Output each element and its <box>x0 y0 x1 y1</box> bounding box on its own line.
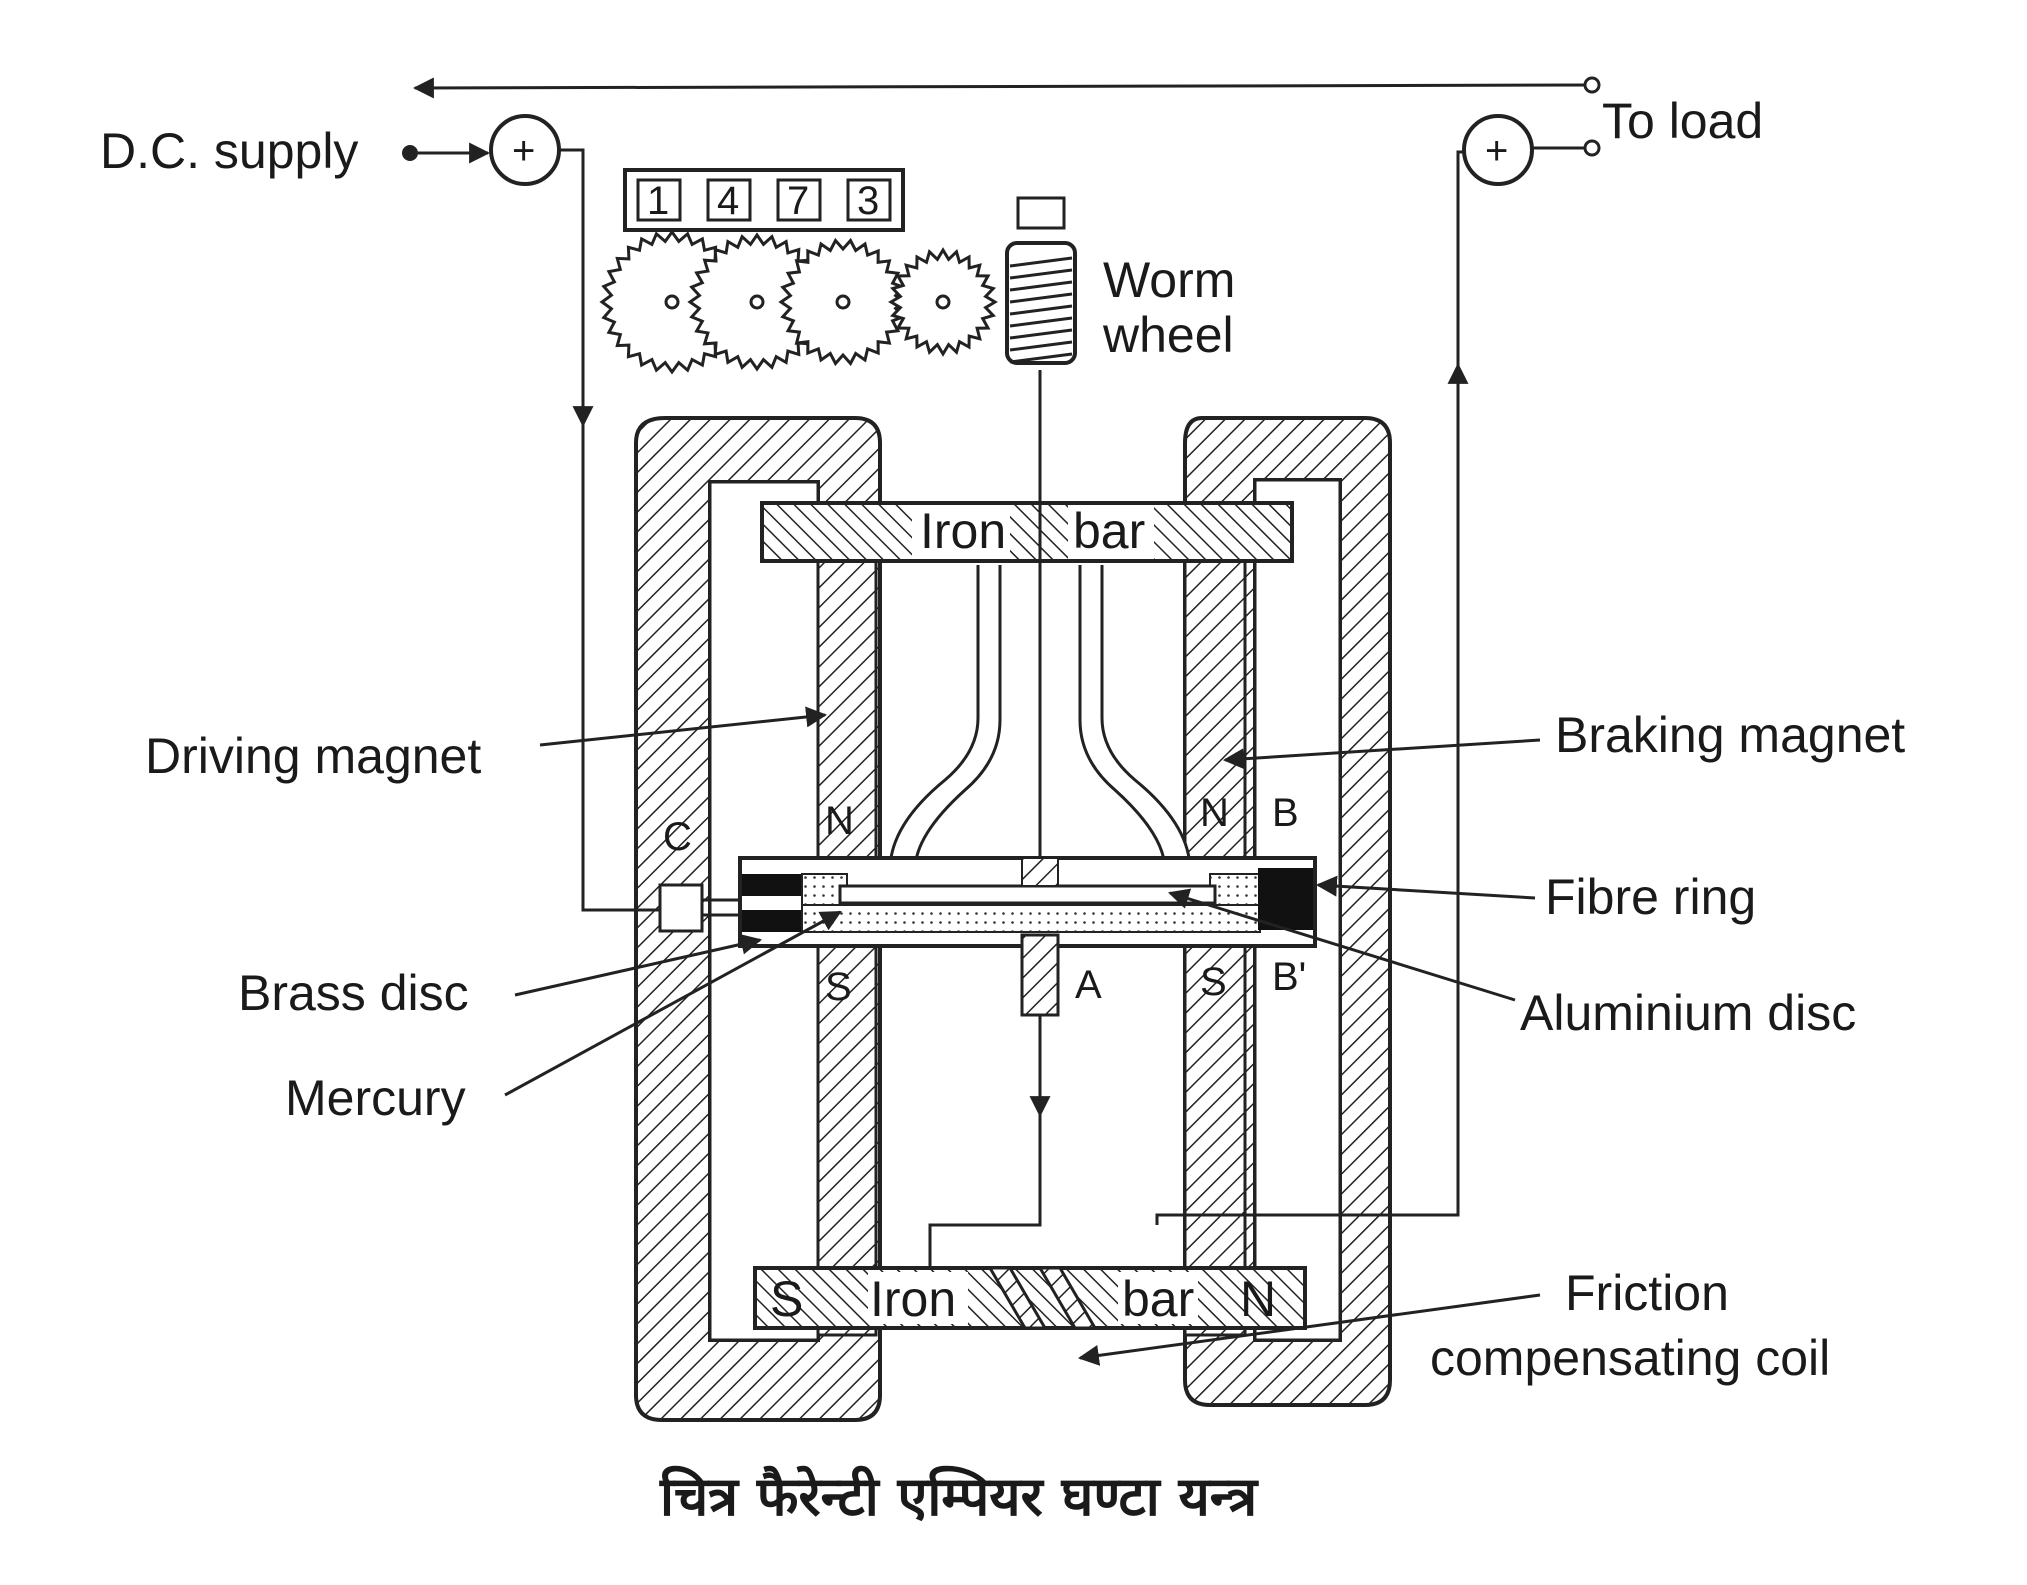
supply-wire-down <box>559 148 660 912</box>
spindle-lead <box>928 1015 1042 1270</box>
counter-digit-box-4 <box>846 178 892 222</box>
friction-coil-label-line1: Friction <box>1565 1265 1729 1321</box>
counter-digit-3: 7 <box>787 179 809 223</box>
gear-axle-4 <box>935 294 951 310</box>
friction-compensating-coil <box>987 1266 1048 1330</box>
pole-n-left: N <box>825 799 854 843</box>
worm-thread <box>1009 292 1073 304</box>
brass-disc-label: Brass disc <box>238 965 469 1021</box>
aluminium-disc-leader <box>1167 888 1516 1002</box>
bottom-iron-bar-label-bg-2 <box>1118 1272 1198 1324</box>
top-iron-bar-label-bg <box>912 505 1010 559</box>
top-iron-bar-label-bg-2 <box>1068 505 1154 559</box>
pole-s-left: S <box>825 965 852 1009</box>
bottom-bar-pole-n: N <box>1240 1271 1276 1327</box>
worm-thread <box>1009 316 1073 328</box>
dc-supply-terminal <box>402 145 418 161</box>
aluminium-disc <box>838 884 1217 905</box>
figure-caption: चित्र फैरेन्टी एम्पियर घण्टा यन्त्र <box>659 1464 1259 1528</box>
worm-thread <box>1009 280 1073 292</box>
top-iron-bar-label-left: Iron <box>920 503 1006 559</box>
counter-digit-box-3 <box>776 178 822 222</box>
worm-threads <box>1009 256 1073 364</box>
braking-magnet-leader <box>1222 738 1541 770</box>
counter-digit-box-2 <box>706 178 752 222</box>
flux-guide-right <box>1078 565 1192 872</box>
to-load-label: To load <box>1602 93 1763 149</box>
pole-a: A <box>1075 963 1102 1007</box>
load-wire-up <box>1155 150 1464 1225</box>
worm-thread <box>1009 268 1073 280</box>
friction-coil-winding <box>1037 1266 1098 1330</box>
worm-head <box>1016 196 1066 230</box>
fibre-ring-leader <box>1315 875 1536 900</box>
flux-guide-left <box>888 565 1002 872</box>
aluminium-disc-label: Aluminium disc <box>1520 985 1856 1041</box>
gear-train <box>599 229 998 375</box>
bottom-bar-pole-s: S <box>770 1271 803 1327</box>
pole-n-right: N <box>1200 791 1229 835</box>
worm-thread <box>1009 340 1073 352</box>
friction-coil-leader <box>1077 1293 1541 1366</box>
brass-disc-upper <box>742 874 802 896</box>
pole-c: C <box>663 815 692 859</box>
wheel-label: wheel <box>1102 307 1234 363</box>
worm-thread <box>1009 352 1073 364</box>
dc-supply-label: D.C. supply <box>100 123 358 179</box>
contact-c <box>658 883 704 933</box>
worm-thread <box>1009 304 1073 316</box>
to-load-terminal-upper <box>1583 76 1601 94</box>
braking-magnet-label: Braking magnet <box>1555 707 1905 763</box>
ammeter-right-plus: + <box>1485 129 1508 173</box>
to-load-terminal-lower <box>1583 139 1601 157</box>
counter-digit-box-1 <box>636 178 682 222</box>
gear-axle-2 <box>749 294 765 310</box>
counter-digit-2: 4 <box>717 179 739 223</box>
friction-coil-label-line2: compensating coil <box>1430 1330 1830 1386</box>
driving-magnet-label: Driving magnet <box>145 728 481 784</box>
worm-label: Worm <box>1103 252 1235 308</box>
spindle-upper-bush <box>1021 857 1059 887</box>
spindle-lower-bush <box>1020 933 1060 1017</box>
mercury-leader <box>504 910 842 1097</box>
driving-magnet-leader <box>539 706 828 747</box>
return-wire-top <box>412 77 1591 99</box>
top-iron-bar-label-right: bar <box>1073 503 1145 559</box>
counter-digit-4: 3 <box>857 179 879 223</box>
mercury-label: Mercury <box>285 1070 466 1126</box>
pole-b-prime: B' <box>1272 955 1306 999</box>
bottom-iron-bar-label-bg <box>868 1272 968 1324</box>
bottom-iron-bar-label-left: Iron <box>870 1271 956 1327</box>
pole-s-right: S <box>1200 960 1227 1004</box>
fibre-ring <box>1258 868 1313 930</box>
worm-thread <box>1009 328 1073 340</box>
pole-b: B <box>1272 791 1299 835</box>
top-iron-bar <box>760 501 1294 563</box>
fibre-ring-label: Fibre ring <box>1545 869 1756 925</box>
brass-disc-leader <box>514 933 763 997</box>
gear-axle-3 <box>835 294 851 310</box>
mercury-layer <box>801 904 1261 933</box>
worm-thread <box>1009 256 1073 268</box>
ammeter-right <box>1462 114 1534 186</box>
gear-axle-1 <box>664 294 680 310</box>
ammeter-left-plus: + <box>512 129 535 173</box>
counter-digit-1: 1 <box>647 179 669 223</box>
brass-disc-lower <box>742 910 802 932</box>
bottom-iron-bar-label-right: bar <box>1122 1271 1194 1327</box>
